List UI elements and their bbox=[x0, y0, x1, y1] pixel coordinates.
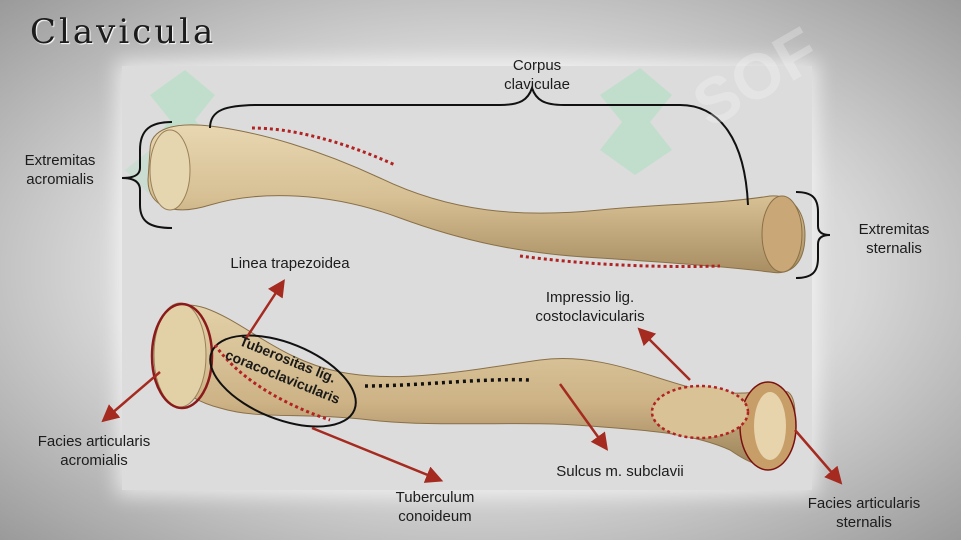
label-tuberculum-line2: conoideum bbox=[398, 508, 472, 525]
label-linea-trapezoidea: Linea trapezoidea bbox=[230, 255, 350, 272]
label-tuberculum-conoideum: Tuberculum conoideum bbox=[375, 488, 495, 526]
label-facies-acromialis-line2: acromialis bbox=[60, 452, 128, 469]
pointer-arrows bbox=[101, 279, 843, 485]
label-facies-sternalis: Facies articularis sternalis bbox=[772, 494, 956, 532]
label-impressio-line2: costoclavicularis bbox=[535, 308, 645, 325]
label-extremitas-sternalis: Extremitas sternalis bbox=[836, 220, 952, 258]
label-corpus-line2: claviculae bbox=[504, 76, 570, 93]
label-facies-acromialis: Facies articularis acromialis bbox=[4, 432, 184, 470]
label-facies-sternalis-line2: sternalis bbox=[836, 514, 892, 531]
label-extremitas-acromialis: Extremitas acromialis bbox=[4, 151, 116, 189]
label-corpus-claviculae: Corpus claviculae bbox=[478, 56, 596, 94]
label-sulcus: Sulcus m. subclavii bbox=[556, 463, 684, 480]
label-corpus-line1: Corpus bbox=[512, 57, 562, 74]
label-extremitas-sternalis-line1: Extremitas bbox=[858, 221, 930, 238]
lower-clavicle bbox=[150, 302, 797, 471]
label-extremitas-acromialis-line1: Extremitas bbox=[24, 152, 96, 169]
label-facies-sternalis-line1: Facies articularis bbox=[807, 495, 921, 512]
page-title: Clavicula bbox=[30, 12, 217, 52]
label-impressio: Impressio lig. costoclavicularis bbox=[505, 288, 675, 326]
label-tuberculum-line1: Tuberculum bbox=[395, 489, 475, 506]
label-facies-acromialis-line1: Facies articularis bbox=[37, 433, 151, 450]
label-extremitas-acromialis-line2: acromialis bbox=[26, 171, 94, 188]
acromial-bracket bbox=[121, 121, 173, 229]
label-impressio-line1: Impressio lig. bbox=[545, 289, 635, 306]
upper-clavicle bbox=[147, 124, 806, 274]
label-extremitas-sternalis-line2: sternalis bbox=[866, 240, 922, 257]
sternal-bracket bbox=[795, 191, 831, 279]
corpus-bracket bbox=[209, 84, 749, 206]
